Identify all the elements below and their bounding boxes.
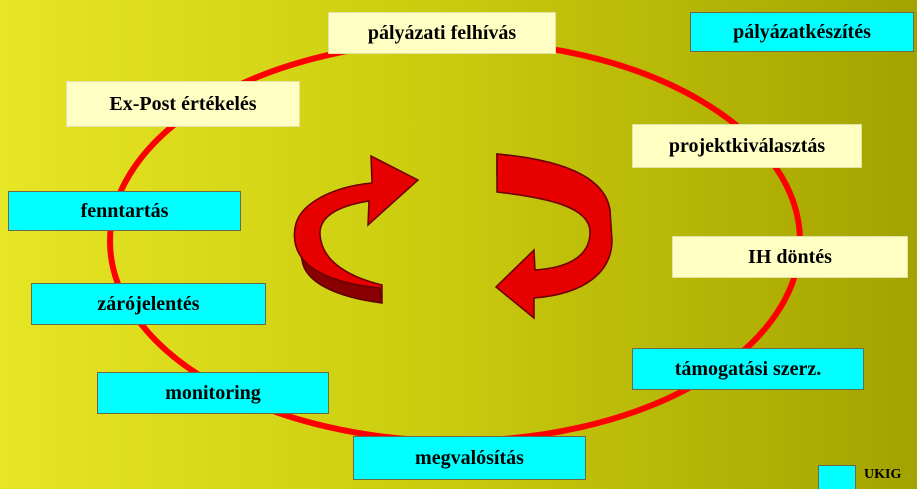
stage-project-selection: projektkiválasztás xyxy=(632,124,862,168)
stage-label: projektkiválasztás xyxy=(668,134,826,157)
legend-swatch xyxy=(818,465,856,489)
stage-grant-contract: támogatási szerz. xyxy=(632,348,864,390)
stage-implementation: megvalósítás xyxy=(353,436,586,480)
stage-maintenance: fenntartás xyxy=(8,191,241,231)
stage-ma-decision: IH döntés xyxy=(672,236,908,278)
circular-arrows-icon xyxy=(293,153,613,320)
stage-label: monitoring xyxy=(165,381,261,404)
left-curved-arrow xyxy=(293,154,420,304)
stage-label: zárójelentés xyxy=(97,292,200,315)
stage-label: támogatási szerz. xyxy=(674,357,822,380)
stage-label: IH döntés xyxy=(748,245,832,268)
stage-label: fenntartás xyxy=(80,199,169,222)
right-curved-arrow xyxy=(494,153,613,320)
stage-proposal-preparation: pályázatkészítés xyxy=(690,12,914,52)
stage-monitoring: monitoring xyxy=(97,372,329,414)
stage-label: pályázatkészítés xyxy=(733,20,871,43)
stage-ex-post-evaluation: Ex-Post értékelés xyxy=(66,81,300,127)
stage-final-report: zárójelentés xyxy=(31,283,266,325)
stage-call-for-proposals: pályázati felhívás xyxy=(328,12,556,54)
stage-label: megvalósítás xyxy=(415,446,524,469)
legend-label: UKIG xyxy=(864,467,902,482)
stage-label: pályázati felhívás xyxy=(367,21,517,44)
stage-label: Ex-Post értékelés xyxy=(109,92,257,115)
